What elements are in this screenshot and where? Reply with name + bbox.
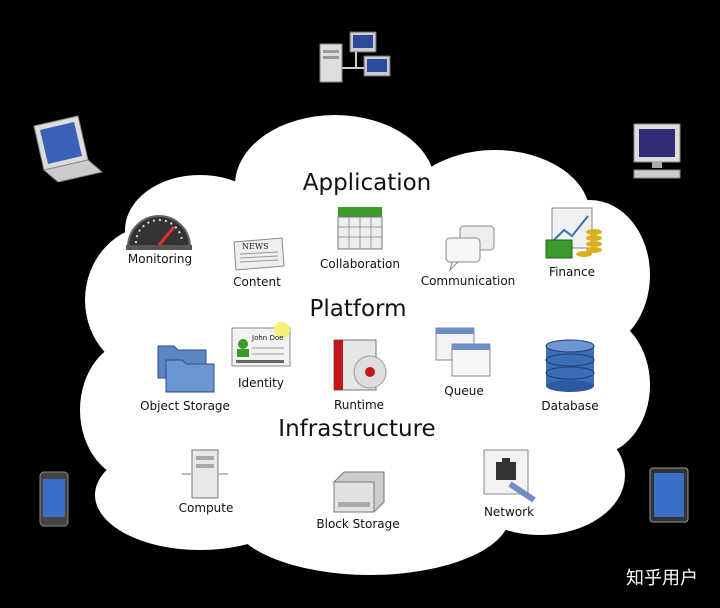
service-label-collaboration: Collaboration <box>320 257 400 271</box>
newspaper-icon: NEWS <box>233 237 285 271</box>
calendar-icon <box>337 207 383 250</box>
service-label-monitoring: Monitoring <box>127 252 193 266</box>
service-label-compute: Compute <box>178 501 234 515</box>
hard-drive-icon <box>333 471 385 513</box>
id-card-icon: John Doe <box>231 322 291 367</box>
desktop-monitor-icon <box>633 123 681 179</box>
service-label-finance: Finance <box>549 265 595 279</box>
id-card-name: John Doe <box>251 334 283 342</box>
service-label-database: Database <box>541 399 599 413</box>
service-label-identity: Identity <box>238 376 284 390</box>
server-network-icon <box>319 31 391 83</box>
service-label-object-storage: Object Storage <box>140 399 230 413</box>
network-jack-icon <box>483 449 536 503</box>
speech-bubbles-icon <box>445 225 495 272</box>
service-label-communication: Communication <box>420 274 516 288</box>
finance-chart-icon <box>545 207 602 259</box>
speedometer-icon <box>126 215 192 250</box>
queue-windows-icon <box>435 327 491 377</box>
service-label-block-storage: Block Storage <box>316 517 400 531</box>
database-icon <box>545 339 595 392</box>
layer-heading-application: Application <box>302 170 432 196</box>
layer-heading-platform: Platform <box>309 296 407 322</box>
layer-heading-infrastructure: Infrastructure <box>278 416 436 442</box>
software-box-icon <box>333 339 387 391</box>
server-tower-icon <box>182 449 228 499</box>
laptop-icon <box>33 115 104 182</box>
folder-icon <box>157 345 215 393</box>
watermark: 知乎用户 <box>626 568 698 589</box>
news-title: NEWS <box>242 242 269 251</box>
service-label-network: Network <box>483 505 535 519</box>
service-label-runtime: Runtime <box>333 398 385 412</box>
service-label-content: Content <box>233 275 281 289</box>
smartphone-icon <box>39 471 69 527</box>
service-label-queue: Queue <box>444 384 484 398</box>
tablet-icon <box>649 467 689 523</box>
